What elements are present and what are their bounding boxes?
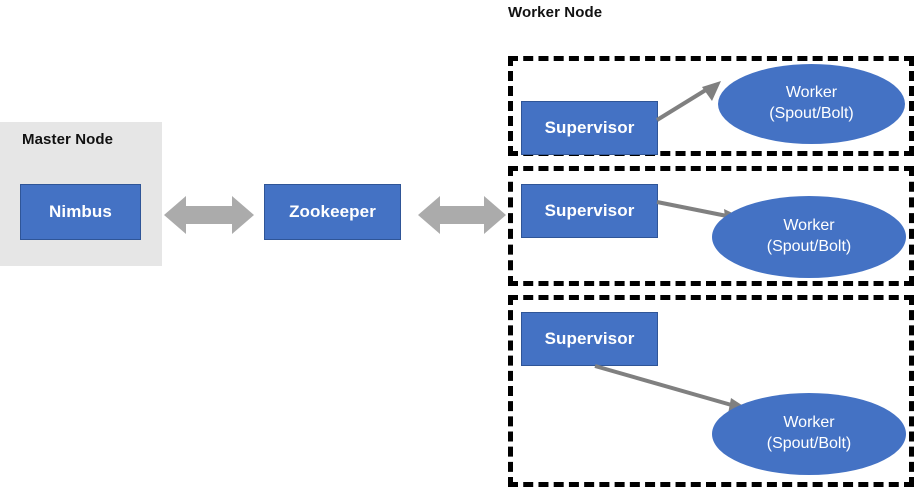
worker-ellipse-2[interactable]: Worker (Spout/Bolt) bbox=[712, 196, 906, 278]
worker-node-panel-1 bbox=[508, 56, 914, 156]
supervisor-label-1: Supervisor bbox=[544, 118, 635, 137]
supervisor-box-3[interactable]: Supervisor bbox=[521, 312, 658, 366]
zookeeper-worker-arrow bbox=[418, 196, 506, 234]
worker-ellipse-1[interactable]: Worker (Spout/Bolt) bbox=[718, 64, 905, 144]
worker-label-2-line2: (Spout/Bolt) bbox=[766, 238, 852, 255]
worker-label-3-line1: Worker bbox=[783, 414, 835, 432]
worker-label-2-line1: Worker bbox=[783, 217, 835, 235]
nimbus-zookeeper-arrow bbox=[164, 196, 254, 234]
master-node-label: Master Node bbox=[22, 131, 114, 148]
zookeeper-box[interactable]: Zookeeper bbox=[264, 184, 401, 240]
zookeeper-label: Zookeeper bbox=[289, 202, 376, 221]
supervisor-box-1[interactable]: Supervisor bbox=[521, 101, 658, 155]
supervisor-label-2: Supervisor bbox=[544, 201, 635, 220]
nimbus-label: Nimbus bbox=[49, 202, 112, 221]
worker-node-panel-2 bbox=[508, 166, 914, 286]
worker-node-panel-3 bbox=[508, 295, 914, 487]
worker-ellipse-3[interactable]: Worker (Spout/Bolt) bbox=[712, 393, 906, 475]
supervisor-worker-connector-1 bbox=[655, 81, 721, 122]
worker-node-label: Worker Node bbox=[508, 4, 603, 21]
worker-label-3-line2: (Spout/Bolt) bbox=[766, 435, 852, 452]
supervisor-box-2[interactable]: Supervisor bbox=[521, 184, 658, 238]
worker-label-1-line2: (Spout/Bolt) bbox=[769, 105, 854, 122]
nimbus-box[interactable]: Nimbus bbox=[20, 184, 141, 240]
worker-label-1-line1: Worker bbox=[785, 84, 838, 102]
supervisor-label-3: Supervisor bbox=[544, 329, 635, 348]
